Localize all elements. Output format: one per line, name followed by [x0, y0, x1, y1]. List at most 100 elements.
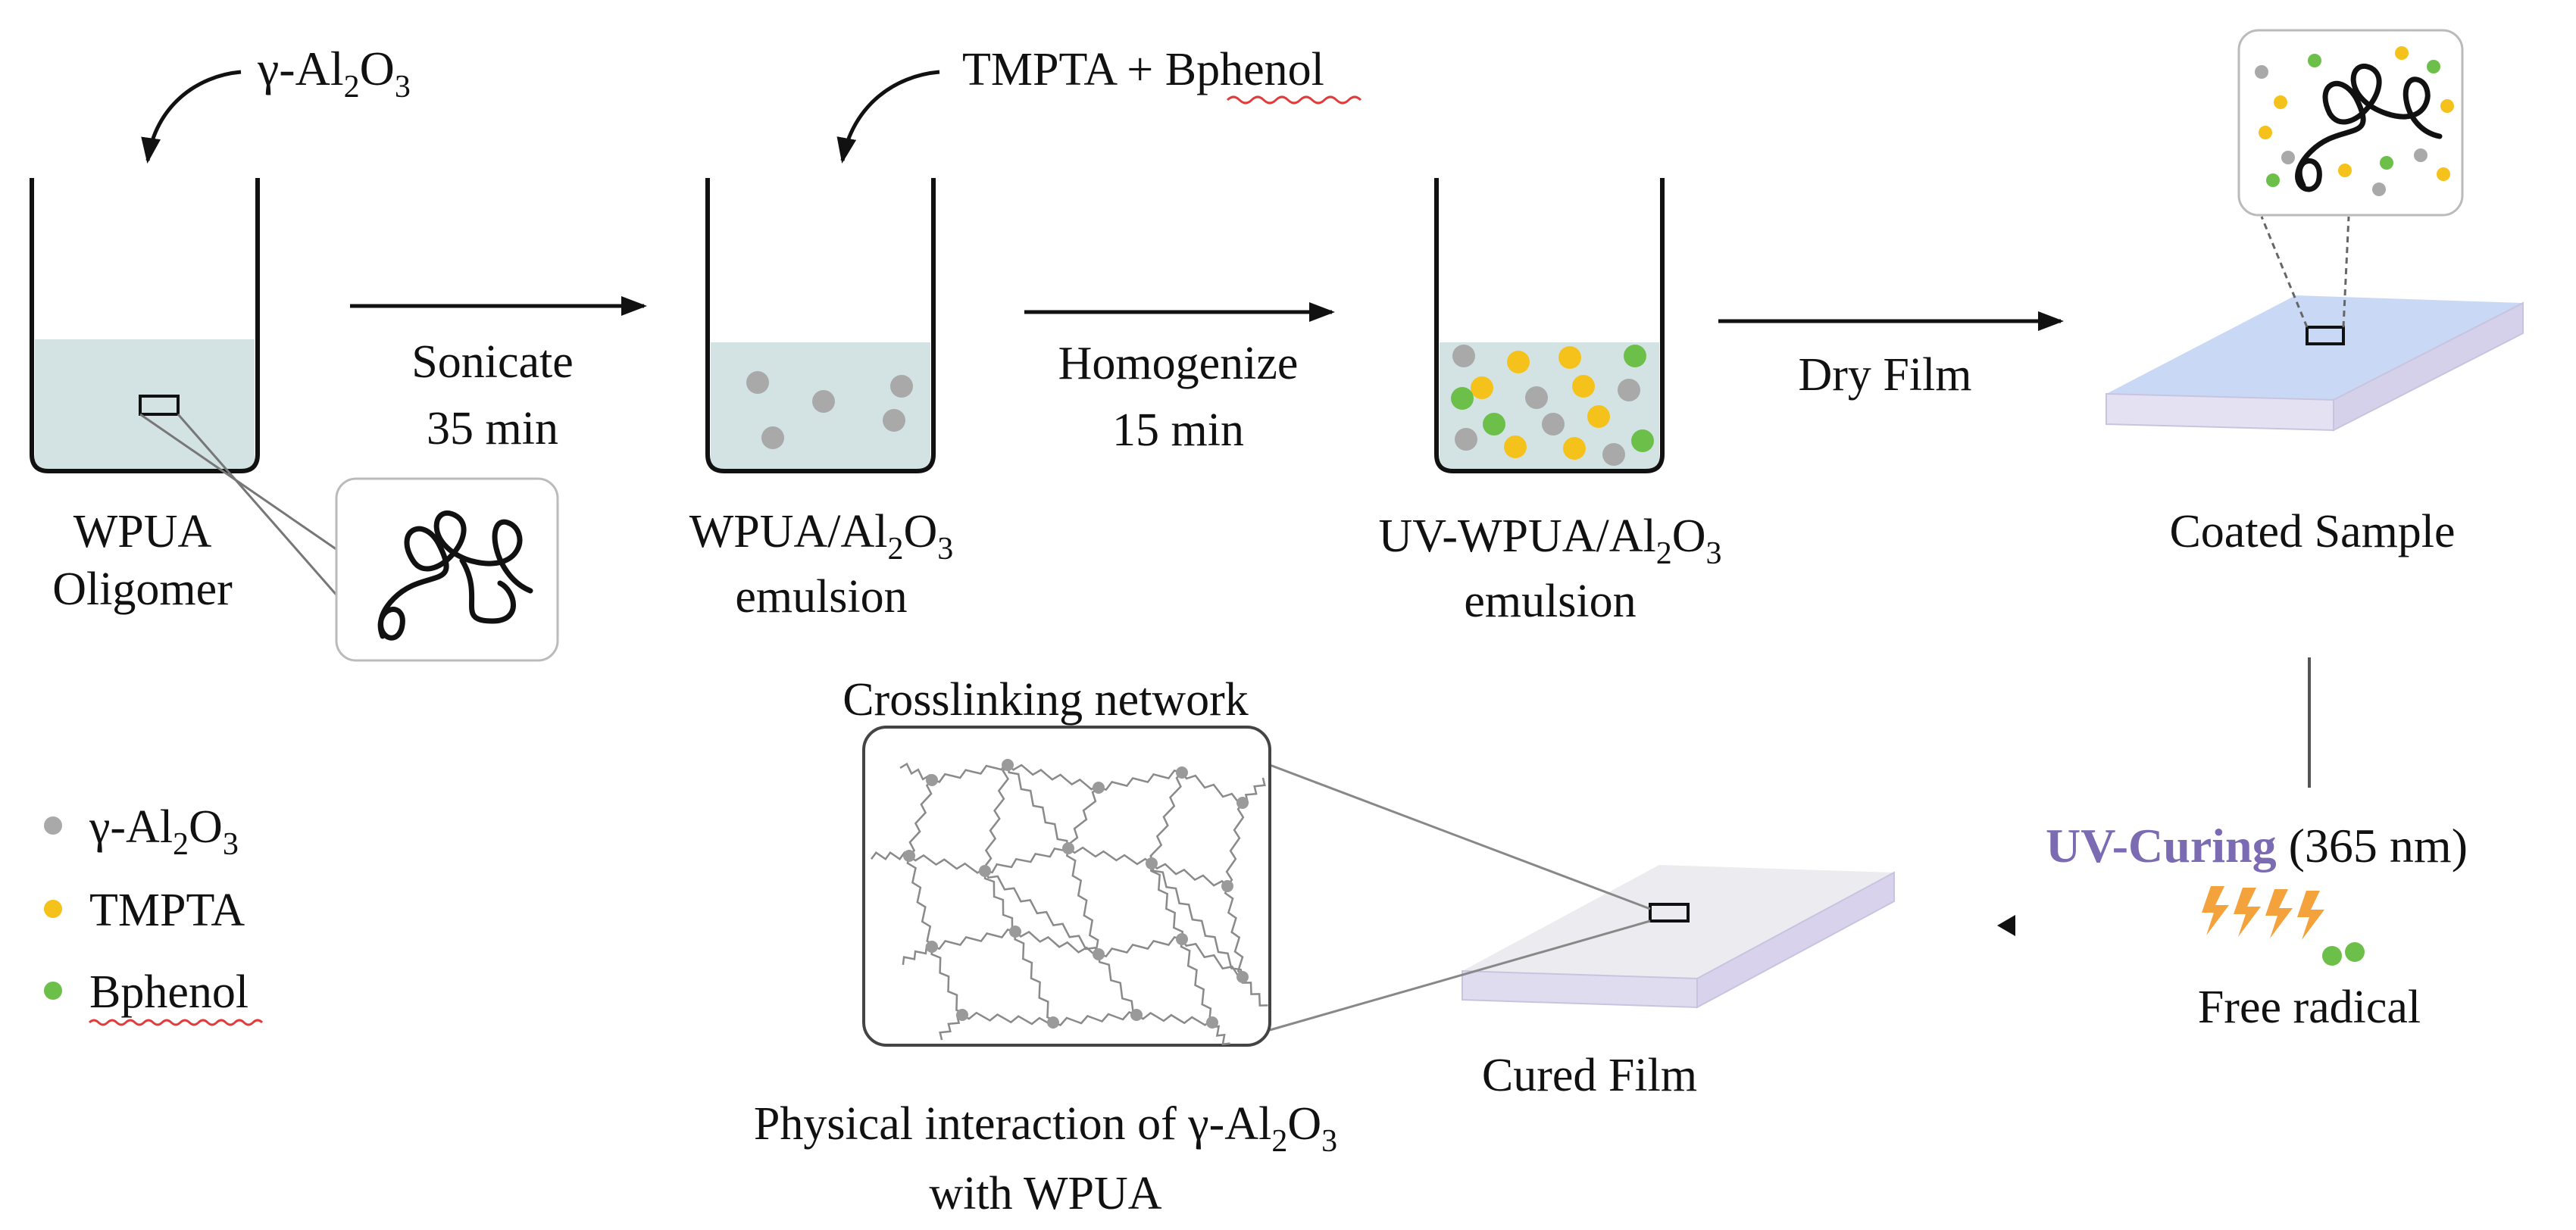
zoom-line: [1269, 763, 1651, 910]
legend: γ-Al2O3 TMPTA Bphenol: [44, 801, 264, 1026]
network-node: [903, 850, 915, 862]
spellcheck-underline: [88, 1019, 264, 1026]
label-coated-sample: Coated Sample: [2169, 506, 2455, 557]
zoom-line: [1269, 919, 1651, 1032]
network-chain: [1007, 763, 1100, 791]
network-frame: [862, 726, 1271, 1047]
network-chain: [1150, 863, 1244, 978]
cured-film: [1269, 763, 1895, 1032]
network-chain: [1097, 954, 1135, 1017]
network-chain: [1065, 848, 1099, 956]
network-node: [1146, 857, 1158, 869]
network-node: [979, 865, 991, 877]
network-chain: [908, 779, 933, 857]
coated-front: [2106, 392, 2334, 432]
network-chain: [931, 761, 1008, 783]
inset-particles: [2255, 46, 2454, 196]
beaker-oligomer: [30, 178, 341, 599]
network-node: [1206, 1016, 1218, 1029]
liquid-oligomer: [35, 339, 255, 470]
zoom-line: [2342, 216, 2350, 328]
network-chain: [908, 854, 986, 874]
uv-curing-title: UV-Curing (365 nm): [2046, 819, 2468, 873]
network-node: [1236, 971, 1249, 983]
arrow-to-cured-film: [1997, 915, 2015, 936]
zoom-line: [177, 414, 341, 599]
network-caption-line2: with WPUA: [929, 1168, 1161, 1219]
network-node: [1002, 759, 1014, 771]
zoom-box: [139, 395, 180, 416]
network-chain: [1064, 787, 1099, 848]
beaker-outline: [1434, 178, 1665, 473]
polymer-chain-icon: [377, 510, 533, 641]
step-sonicate-line1: Sonicate: [411, 336, 574, 388]
network-node: [1176, 933, 1188, 945]
network-node: [926, 774, 938, 786]
label-oligomer-line1: WPUA: [73, 506, 212, 557]
step-dry-film: Dry Film: [1798, 349, 1971, 401]
beaker-emulsion2: [1434, 178, 1665, 473]
network-chain: [961, 1011, 1054, 1027]
network-node: [926, 941, 938, 953]
polymer-chain-icon: [2295, 64, 2443, 192]
network-node: [1221, 880, 1233, 892]
polymer-chain-inset: [335, 477, 559, 662]
network-node: [1047, 1016, 1059, 1029]
network-node: [1130, 1009, 1143, 1021]
network-chain: [1136, 1011, 1214, 1026]
step-sonicate-line2: 35 min: [427, 403, 558, 454]
zoom-box: [1649, 903, 1690, 922]
legend-swatch-bphenol: [44, 982, 62, 1000]
network-chain: [1181, 772, 1243, 807]
coated-sample: [2106, 216, 2524, 432]
alumina-particles: [746, 371, 913, 449]
cured-side: [1696, 871, 1895, 1009]
network-title: Crosslinking network: [843, 674, 1249, 726]
free-radical-dots: [2322, 942, 2365, 966]
network-node: [1009, 926, 1021, 938]
network-chain: [931, 928, 1016, 951]
network-node: [1062, 842, 1074, 854]
network-chain-end: [870, 851, 910, 861]
legend-swatch-alumina: [44, 816, 62, 835]
network-chain: [1006, 764, 1070, 849]
legend-label-alumina: γ-Al2O3: [89, 801, 239, 862]
network-node: [1093, 948, 1105, 960]
beaker-outline: [705, 178, 936, 473]
step-homogenize-line2: 15 min: [1112, 404, 1244, 456]
lightning-icon: [2202, 886, 2324, 940]
network-node: [956, 1009, 968, 1021]
network-chain: [1180, 938, 1212, 1024]
legend-swatch-tmpta: [44, 900, 62, 918]
coated-top: [2106, 295, 2523, 400]
network-chain: [983, 870, 1014, 933]
coated-side: [2333, 301, 2524, 432]
label-emulsion2-line1: UV-WPUA/Al2O3: [1378, 510, 1721, 571]
zoom-line: [139, 413, 340, 553]
zoom-box: [2306, 326, 2345, 345]
label-emulsion1-line2: emulsion: [735, 571, 907, 623]
spellcheck-underline: [1226, 95, 1362, 105]
label-oligomer-line2: Oligomer: [52, 563, 233, 615]
network-node: [1093, 782, 1105, 794]
label-emulsion2-line2: emulsion: [1464, 576, 1636, 627]
network-chain: [1149, 772, 1183, 865]
network-chain: [983, 870, 1100, 955]
network-chain-end: [1241, 976, 1268, 1007]
network-mesh: [870, 759, 1268, 1045]
network-chain: [906, 855, 936, 947]
network-chain: [1098, 935, 1183, 958]
beaker-outline: [30, 178, 260, 473]
network-node: [1236, 797, 1249, 809]
network-chain: [1225, 802, 1245, 887]
step-homogenize-line1: Homogenize: [1058, 338, 1299, 389]
reagent-alumina: γ-Al2O3: [257, 42, 411, 105]
curved-arrow-crosslinkers: [836, 70, 940, 164]
label-cured-film: Cured Film: [1482, 1050, 1697, 1101]
network-chain: [1224, 885, 1247, 978]
network-chain: [1014, 931, 1057, 1022]
network-chain: [980, 764, 1010, 871]
coated-inset: [2237, 29, 2464, 217]
network-caption-line1: Physical interaction of γ-Al2O3: [754, 1098, 1337, 1159]
zoom-line: [2260, 216, 2309, 328]
